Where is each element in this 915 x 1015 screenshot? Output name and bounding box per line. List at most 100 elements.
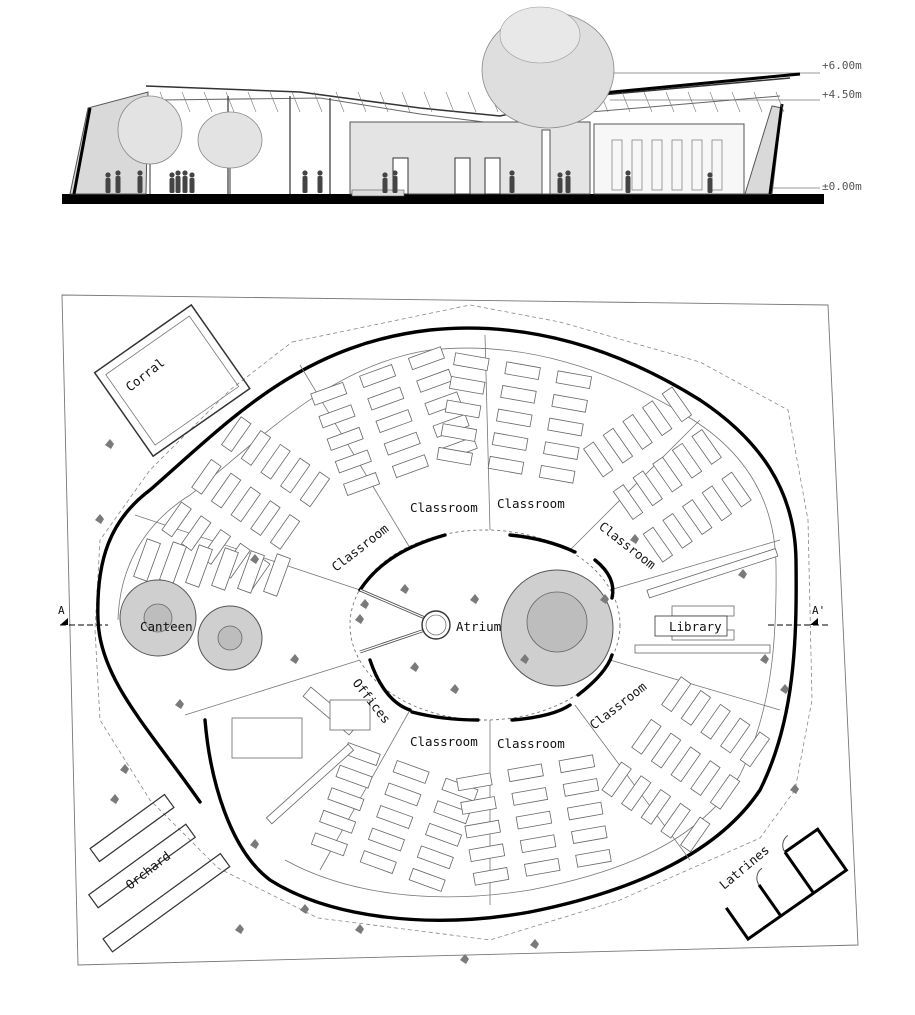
desk <box>515 810 553 830</box>
roof-truss-lower <box>159 95 781 125</box>
desk <box>632 470 663 507</box>
desk <box>440 423 478 442</box>
desk <box>681 499 713 536</box>
section-elevation: +6.00m +4.50m ±0.00m <box>62 6 862 204</box>
desk <box>547 417 584 437</box>
section-tree-left-2 <box>197 111 263 194</box>
step <box>351 189 405 197</box>
walkway-lower-inner <box>359 629 426 653</box>
foliage-mark <box>360 599 369 609</box>
person-body <box>105 178 111 193</box>
desk <box>310 832 348 857</box>
atrium-pavilion-inner <box>425 614 447 636</box>
desk <box>662 512 693 549</box>
desk <box>392 759 430 784</box>
desk <box>416 845 454 870</box>
desk <box>491 432 529 451</box>
desk <box>299 471 331 508</box>
desk <box>720 717 751 754</box>
desk <box>700 703 731 740</box>
foliage-mark <box>520 654 529 664</box>
roof-right-edge <box>591 72 801 96</box>
person-body <box>115 176 121 193</box>
desk <box>511 787 548 806</box>
desk <box>240 430 272 466</box>
foliage-mark <box>760 654 769 664</box>
truss-member <box>687 91 697 113</box>
canteen-table <box>263 553 291 597</box>
desk <box>343 472 381 496</box>
shelf <box>651 139 663 191</box>
truss-member <box>709 91 719 113</box>
level-label-6m: +6.00m <box>822 59 862 72</box>
orchard-bed-1 <box>89 793 175 863</box>
desk-group <box>601 676 771 853</box>
atrium-wall-s1 <box>410 710 480 722</box>
desk <box>181 515 212 552</box>
desk-group <box>310 346 478 496</box>
desk <box>280 457 311 494</box>
corral-enclosure <box>93 303 251 458</box>
person-body <box>557 178 563 193</box>
section-tree-left-1 <box>117 95 183 194</box>
foliage-mark <box>400 584 409 594</box>
truss-member <box>775 91 785 113</box>
person-head <box>557 172 563 178</box>
truss-member <box>423 91 433 113</box>
truss-member <box>467 91 477 113</box>
foliage-mark <box>355 614 364 624</box>
tree-atrium <box>500 569 614 687</box>
person-head <box>509 170 515 176</box>
roof-outline-dashed <box>94 304 813 941</box>
section-people <box>105 170 713 193</box>
truss-member <box>753 91 763 113</box>
label-atrium: Atrium <box>456 619 501 634</box>
person-head <box>175 170 181 176</box>
desk <box>250 500 281 537</box>
tree-canteen-1 <box>119 579 197 657</box>
desk-group <box>456 754 612 886</box>
desk <box>680 690 712 726</box>
desk <box>500 385 537 404</box>
desk <box>691 429 722 465</box>
truss-member <box>357 91 367 113</box>
desk <box>161 501 192 538</box>
desk <box>660 802 691 839</box>
desk <box>671 442 703 479</box>
desk <box>384 782 422 807</box>
shelf <box>711 139 723 191</box>
site-boundary <box>61 294 859 966</box>
desk <box>640 789 672 825</box>
door-3 <box>484 157 501 195</box>
roof-truss <box>159 91 785 113</box>
floor-plan: A A' Library Atrium Canteen Classroom Cl… <box>58 294 859 966</box>
label-corral: Corral <box>123 355 168 395</box>
desk <box>583 441 614 478</box>
atrium-wall-s2 <box>510 703 572 722</box>
person-head <box>707 172 713 178</box>
canteen-table <box>133 538 161 582</box>
desk <box>652 456 683 493</box>
label-classroom-lr: Classroom <box>587 679 650 733</box>
desk <box>468 843 506 863</box>
foliage-mark <box>600 594 609 604</box>
person-head <box>182 170 188 176</box>
outer-wall <box>96 326 798 922</box>
person-body <box>382 178 388 193</box>
walkway-upper-inner <box>359 589 426 619</box>
atrium-wall-sw <box>368 658 412 712</box>
desk <box>444 399 482 419</box>
desk <box>456 772 493 792</box>
desk <box>602 427 634 464</box>
desk <box>701 485 733 522</box>
desk <box>433 800 471 825</box>
foliage-mark <box>470 594 479 604</box>
foliage-mark <box>790 784 799 794</box>
truss-member <box>335 91 345 113</box>
canteen-table <box>159 541 187 585</box>
latrines-block <box>725 827 849 942</box>
left-wall-edge <box>72 107 92 195</box>
desk <box>641 400 673 437</box>
library-volume <box>593 123 745 195</box>
